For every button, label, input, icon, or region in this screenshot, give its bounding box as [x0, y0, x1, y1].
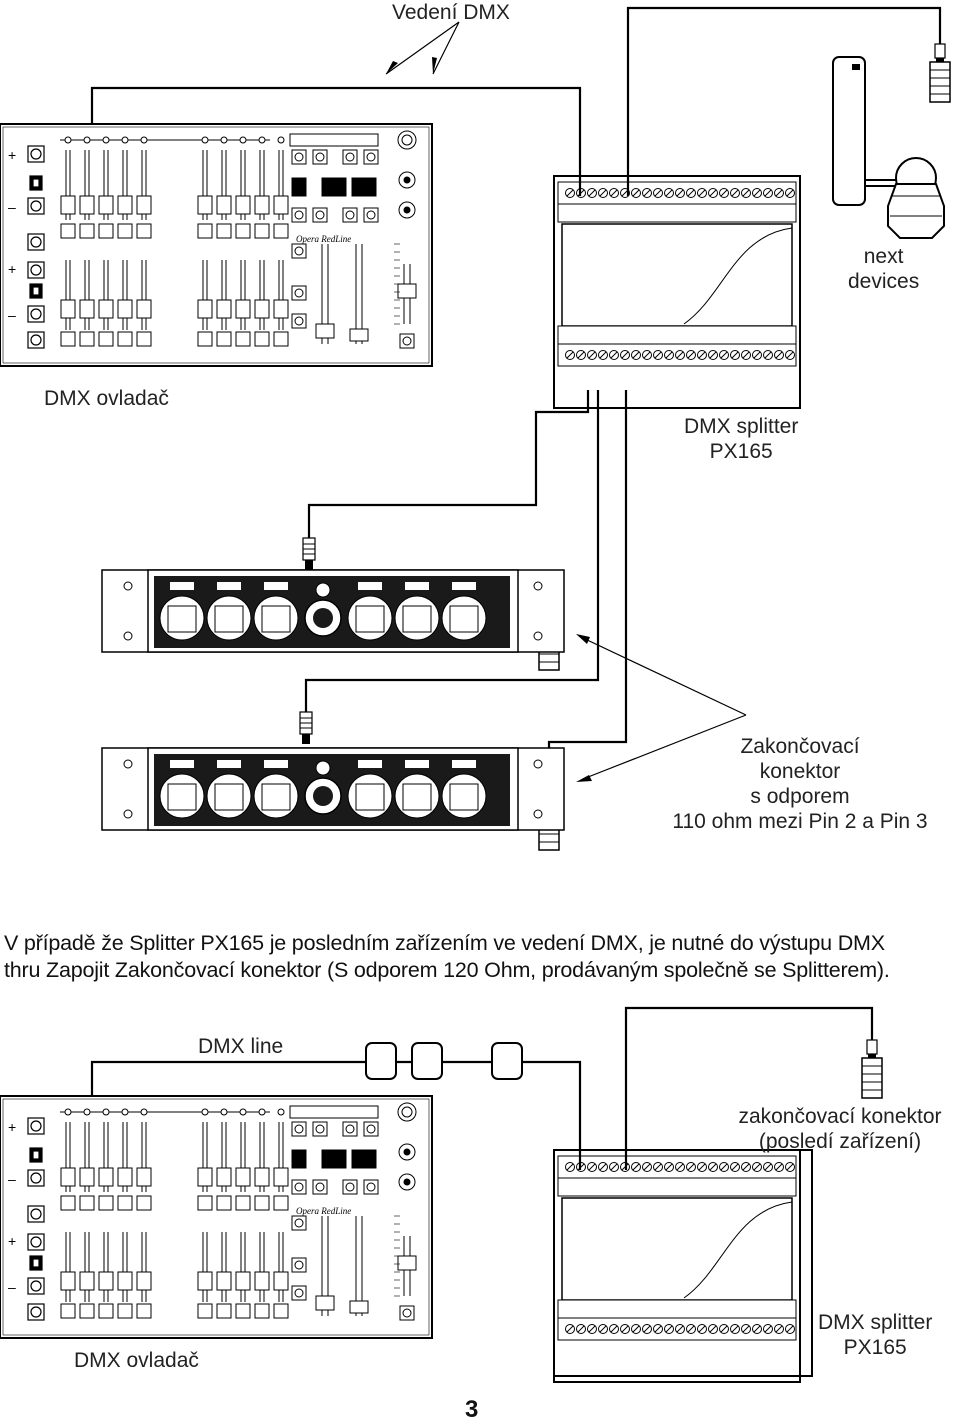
label-terminator: Zakončovací konektor s odporem 110 ohm m…	[650, 734, 950, 834]
label-terminator-bottom-line2: (posledí zařízení)	[758, 1130, 922, 1153]
note-line2: thru Zapojit Zakončovací konektor (S odp…	[4, 958, 890, 982]
label-dmx-ovladac-top: DMX ovladač	[44, 387, 169, 410]
label-dmx-line: DMX line	[198, 1035, 284, 1058]
label-splitter-top-line1: DMX splitter	[684, 415, 799, 438]
label-splitter-bottom-line2: PX165	[843, 1336, 907, 1359]
label-dmx-ovladac-bottom: DMX ovladač	[74, 1349, 199, 1372]
leader-lines	[385, 21, 747, 780]
page-number: 3	[465, 1396, 479, 1423]
label-next-devices: next devices	[848, 244, 919, 294]
label-vedeni-dmx: Vedení DMX	[392, 1, 510, 24]
label-splitter-top-line2: PX165	[709, 440, 773, 463]
label-terminator-line3: s odporem	[750, 785, 850, 808]
note-line1: V případě že Splitter PX165 je posledním…	[4, 931, 885, 955]
next-devices-fixture	[832, 43, 951, 239]
label-splitter-top: DMX splitter PX165	[684, 414, 798, 464]
label-terminator-bottom-line1: zakončovací konektor	[738, 1105, 942, 1128]
label-terminator-line1: Zakončovací	[740, 735, 860, 758]
label-splitter-bottom: DMX splitter PX165	[818, 1310, 932, 1360]
label-next-devices-line2: devices	[848, 270, 920, 293]
label-next-devices-line1: next	[863, 245, 904, 268]
label-terminator-line4: 110 ohm mezi Pin 2 a Pin 3	[672, 810, 928, 833]
line-devices	[365, 1042, 523, 1080]
dmx-cables-bottom	[90, 1006, 874, 1170]
label-terminator-bottom: zakončovací konektor (posledí zařízení)	[724, 1104, 956, 1154]
note-text: V případě že Splitter PX165 je posledním…	[4, 930, 960, 984]
label-terminator-line2: konektor	[759, 760, 841, 783]
label-splitter-bottom-line1: DMX splitter	[818, 1311, 933, 1334]
